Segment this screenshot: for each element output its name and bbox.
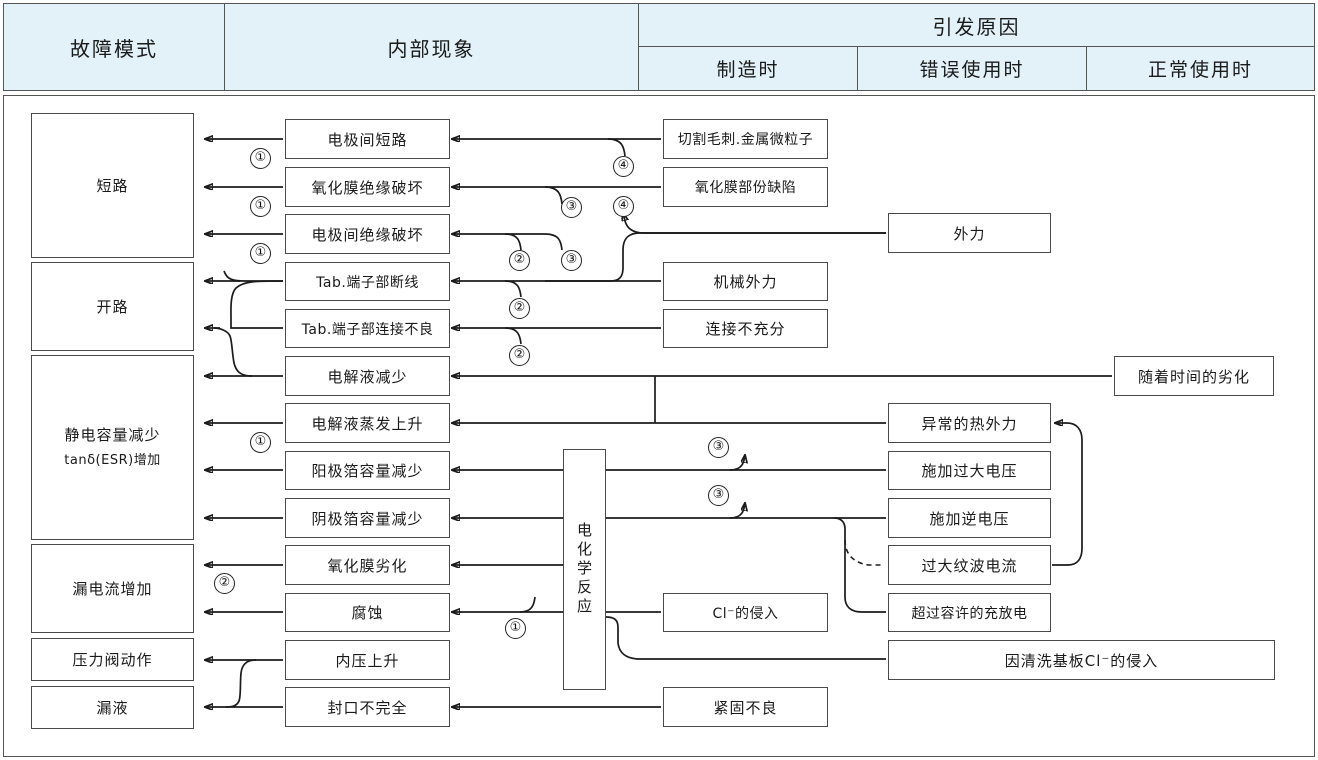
failure-mode-box[interactable]: 压力阀动作: [31, 638, 194, 681]
step-marker: ②: [509, 345, 530, 366]
step-marker: ③: [708, 437, 729, 458]
cause-manufacture-box[interactable]: 氧化膜部份缺陷: [663, 167, 828, 207]
step-marker: ④: [613, 156, 634, 177]
step-marker: ③: [561, 197, 582, 218]
step-marker: ①: [250, 196, 271, 217]
internal-phenomenon-box[interactable]: 电极间短路: [285, 119, 450, 159]
cause-manufacture-box[interactable]: Cl⁻的侵入: [663, 593, 828, 632]
header-cell-cause-misuse: 错误使用时: [857, 46, 1087, 91]
failure-mode-box[interactable]: 漏液: [31, 686, 194, 729]
step-marker: ④: [613, 196, 634, 217]
cause-misuse-box[interactable]: 过大纹波电流: [888, 545, 1051, 585]
cause-manufacture-box[interactable]: 紧固不良: [663, 687, 828, 727]
internal-phenomenon-box[interactable]: Tab.端子部连接不良: [285, 309, 450, 348]
cause-misuse-box[interactable]: 超过容许的充放电: [888, 593, 1051, 632]
step-marker: ②: [509, 298, 530, 319]
cause-manufacture-box[interactable]: 连接不充分: [663, 309, 828, 348]
header-cell-internal-phenomenon: 内部现象: [224, 3, 639, 91]
step-marker: ①: [505, 618, 526, 639]
step-marker: ②: [509, 250, 530, 271]
cause-misuse-box[interactable]: 施加过大电压: [888, 451, 1051, 490]
failure-mode-box[interactable]: 静电容量减少 tanδ(ESR)增加: [31, 355, 194, 540]
internal-phenomenon-box[interactable]: 内压上升: [285, 640, 450, 680]
step-marker: ①: [250, 148, 271, 169]
internal-phenomenon-box[interactable]: 电解液减少: [285, 356, 450, 396]
internal-phenomenon-box[interactable]: 电解液蒸发上升: [285, 403, 450, 443]
internal-phenomenon-box[interactable]: Tab.端子部断线: [285, 262, 450, 301]
cause-normal-box[interactable]: 外力: [888, 213, 1051, 253]
header-cell-cause-group: 引发原因: [638, 3, 1315, 47]
cause-misuse-box[interactable]: 因清洗基板Cl⁻的侵入: [888, 640, 1275, 680]
failure-mode-box[interactable]: 开路: [31, 262, 194, 351]
internal-phenomenon-box[interactable]: 阴极箔容量减少: [285, 498, 450, 538]
header-cell-failure-mode: 故障模式: [3, 3, 225, 91]
cause-manufacture-box[interactable]: 机械外力: [663, 262, 828, 301]
failure-mode-label: 静电容量减少: [64, 425, 161, 444]
failure-mode-box[interactable]: 短路: [31, 113, 194, 258]
failure-mode-box[interactable]: 漏电流增加: [31, 544, 194, 633]
internal-phenomenon-box[interactable]: 封口不完全: [285, 687, 450, 727]
cause-manufacture-box[interactable]: 切割毛刺.金属微粒子: [663, 119, 828, 159]
electrochemical-reaction-box[interactable]: 电化学反应: [563, 449, 606, 690]
step-marker: ③: [561, 250, 582, 271]
step-marker: ①: [250, 243, 271, 264]
step-marker: ③: [708, 485, 729, 506]
cause-normal-box[interactable]: 随着时间的劣化: [1114, 356, 1274, 396]
internal-phenomenon-box[interactable]: 腐蚀: [285, 593, 450, 632]
internal-phenomenon-box[interactable]: 阳极箔容量减少: [285, 451, 450, 490]
internal-phenomenon-box[interactable]: 氧化膜劣化: [285, 545, 450, 585]
step-marker: ②: [214, 573, 235, 594]
header-cell-cause-manufacture: 制造时: [638, 46, 858, 91]
internal-phenomenon-box[interactable]: 氧化膜绝缘破坏: [285, 167, 450, 207]
header-cell-cause-normal: 正常使用时: [1086, 46, 1315, 91]
step-marker: ①: [250, 432, 271, 453]
cause-misuse-box[interactable]: 施加逆电压: [888, 498, 1051, 538]
cause-misuse-box[interactable]: 异常的热外力: [888, 403, 1051, 443]
internal-phenomenon-box[interactable]: 电极间绝缘破坏: [285, 214, 450, 254]
failure-mode-sublabel: tanδ(ESR)增加: [64, 453, 161, 469]
